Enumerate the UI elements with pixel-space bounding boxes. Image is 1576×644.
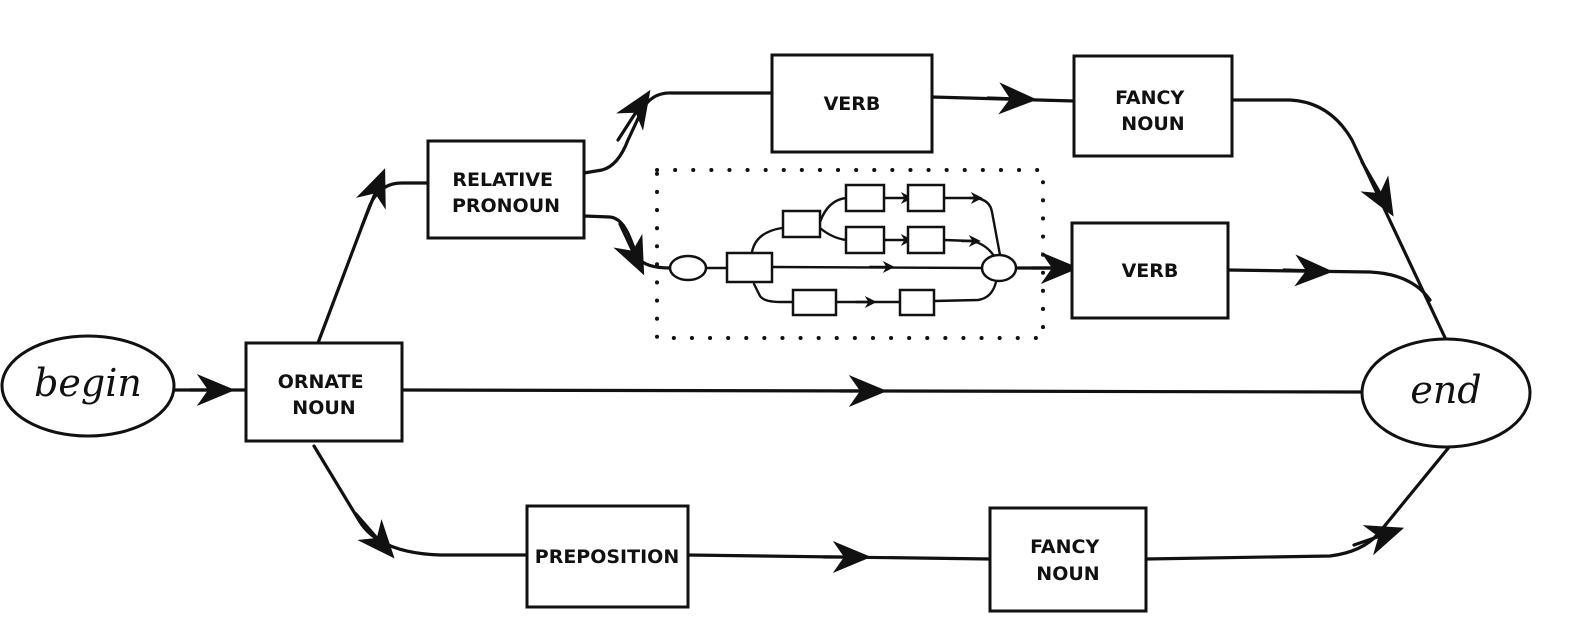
verb-mid-label: VERB — [1122, 260, 1179, 282]
arrow-fancybot-end — [1352, 525, 1405, 556]
sub-node-c — [844, 183, 886, 213]
arrow-fancy-end — [1360, 160, 1394, 217]
sub-node-a — [725, 251, 774, 284]
fancy-noun-bottom-line-1: FANCY — [1030, 536, 1099, 558]
begin-label: begin — [34, 361, 142, 405]
fancy-noun-top-line-1: FANCY — [1115, 87, 1184, 109]
edge-relpron-verb — [582, 91, 774, 175]
edges — [170, 82, 1452, 573]
relative-pronoun-node — [426, 139, 586, 240]
sub-edge-b-c — [818, 196, 848, 224]
end-label: end — [1410, 368, 1481, 412]
sub-edge-h-end — [932, 280, 998, 303]
sub-edge-f-end — [942, 238, 996, 258]
sub-node-e — [844, 225, 886, 255]
sub-edge-upper — [750, 226, 784, 254]
arrow-relpron-sub — [613, 222, 645, 276]
fancy-noun-bottom-node — [988, 506, 1148, 613]
preposition-node — [525, 504, 690, 609]
embedded-subnetwork — [655, 168, 1045, 340]
relative-pronoun-label: RELATIVE PRONOUN — [452, 169, 560, 217]
fancy-noun-top-line-2: NOUN — [1121, 113, 1184, 135]
fancy-noun-top-node — [1072, 54, 1234, 158]
edge-fancy-end — [1230, 98, 1450, 346]
relative-pronoun-line-2: PRONOUN — [452, 195, 560, 217]
sub-node-h — [898, 288, 936, 317]
begin-node — [0, 334, 176, 438]
sub-edge-b-e — [818, 226, 848, 242]
sub-node-f — [906, 225, 946, 255]
nodes: begin end ORNATE NOUN RELATIVE PRONOUN V… — [0, 53, 1532, 613]
relative-pronoun-line-1: RELATIVE — [452, 169, 553, 191]
sub-node-g — [791, 288, 838, 317]
verb-top-node — [770, 53, 934, 154]
sub-start-node — [668, 254, 708, 282]
arrow-verbmid-end — [1282, 254, 1334, 287]
fancy-noun-bottom-line-2: NOUN — [1036, 563, 1099, 585]
edge-ornate-relpron — [316, 181, 430, 345]
edge-verbmid-end — [1226, 268, 1432, 302]
arrow-verb-fancy — [986, 82, 1038, 115]
arrow-ornate-relpron — [356, 168, 386, 228]
edge-ornate-prep — [312, 444, 529, 557]
arrow-relpron-verb — [616, 89, 651, 142]
sub-edge-lower — [752, 282, 795, 304]
fancy-noun-bottom-label: FANCY NOUN — [1030, 536, 1106, 585]
arrow-ornate-prep — [354, 512, 395, 559]
verb-top-label: VERB — [824, 93, 881, 115]
end-node — [1360, 337, 1532, 449]
sub-node-d — [906, 183, 946, 213]
ornate-noun-label: ORNATE NOUN — [278, 371, 370, 419]
verb-mid-node — [1070, 221, 1230, 320]
ornate-noun-line-1: ORNATE — [278, 371, 364, 393]
sub-end-node — [980, 253, 1018, 283]
ornate-noun-line-2: NOUN — [292, 397, 355, 419]
subnetwork-dotted-frame — [655, 168, 1045, 340]
fancy-noun-top-label: FANCY NOUN — [1115, 87, 1191, 135]
ornate-noun-node — [244, 341, 404, 443]
edge-fancybot-end — [1144, 444, 1452, 561]
sub-edge-d-end — [942, 196, 1002, 257]
edge-ornate-end — [400, 388, 1364, 394]
preposition-label: PREPOSITION — [535, 546, 679, 568]
sub-node-b — [781, 209, 822, 239]
